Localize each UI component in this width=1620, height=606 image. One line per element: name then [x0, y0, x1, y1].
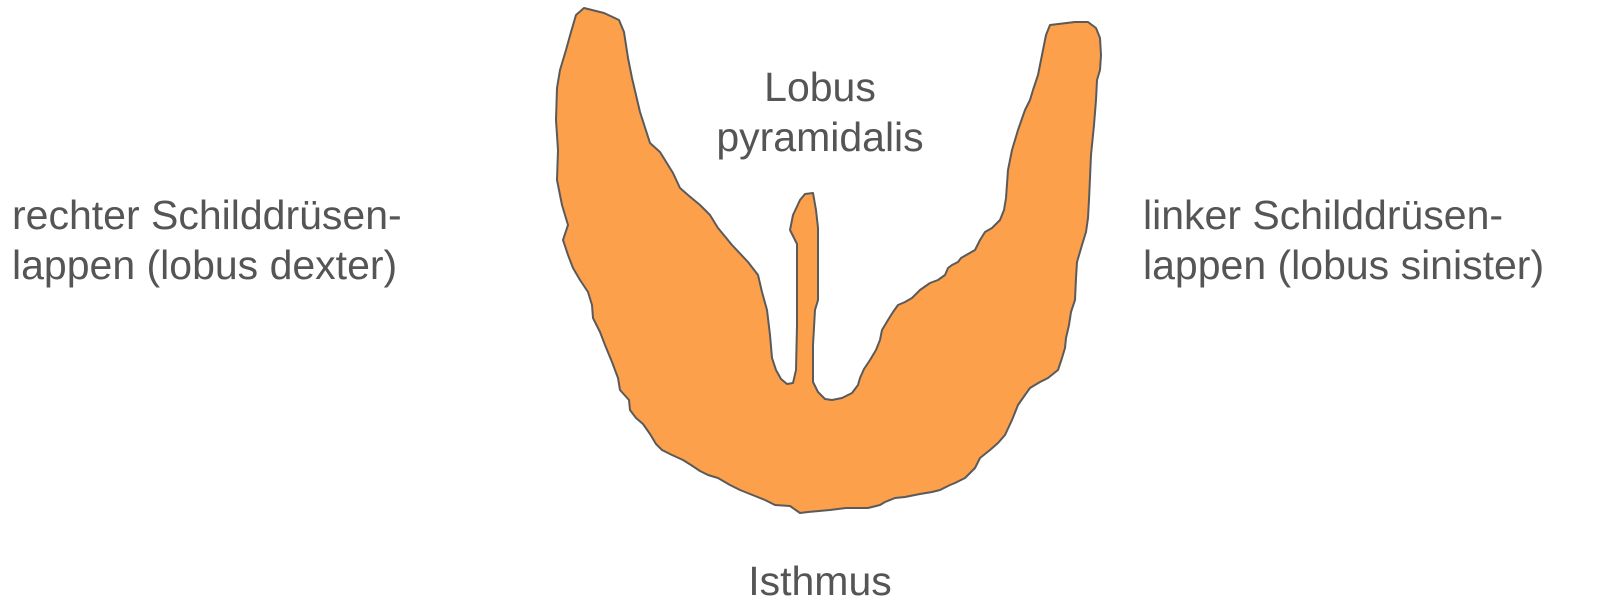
isthmus-label: Isthmus [700, 556, 940, 606]
left-lobe-label: linker Schilddrüsen- lappen (lobus sinis… [1143, 190, 1544, 290]
left-lobe-label-line-2: lappen (lobus sinister) [1143, 240, 1544, 290]
right-lobe-label-line-1: rechter Schilddrüsen- [12, 190, 402, 240]
pyramidal-lobe-label-line-2: pyramidalis [700, 112, 940, 162]
left-lobe-label-line-1: linker Schilddrüsen- [1143, 190, 1544, 240]
right-lobe-label-line-2: lappen (lobus dexter) [12, 240, 402, 290]
right-lobe-label: rechter Schilddrüsen- lappen (lobus dext… [12, 190, 402, 290]
pyramidal-lobe-label-line-1: Lobus [700, 62, 940, 112]
pyramidal-lobe-label: Lobus pyramidalis [700, 62, 940, 162]
